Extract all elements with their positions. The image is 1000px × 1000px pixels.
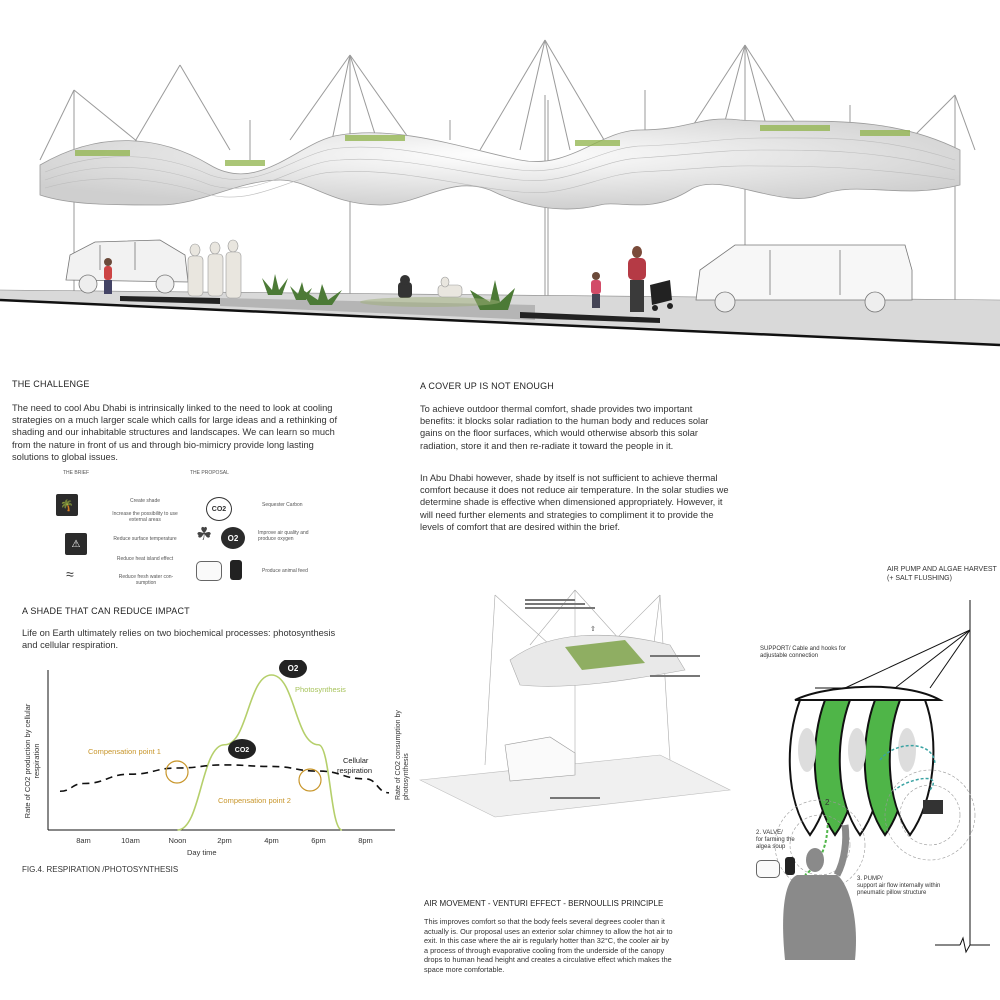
support-label: SUPPORT/ Cable and hooks for adjustable … [760,646,846,659]
co2-label: CO2 [235,747,250,754]
compensation-point-2-label: Compensation point 2 [218,796,291,805]
x-axis-label: Day time [187,848,217,857]
air-movement-body: This improves comfort so that the body f… [424,917,673,974]
cover-paragraph-2: In Abu Dhabi however, shade by itself is… [420,473,729,532]
pump-body: support air flow internally within pneum… [857,883,941,896]
x-tick-label: 2pm [217,836,232,845]
cover-heading: A COVER UP IS NOT ENOUGH [420,381,554,391]
air-pump-algae-diagram [774,600,990,960]
series-label-respiration-2: respiration [337,766,372,775]
heat-warning-icon: ⚠ [65,533,87,555]
feed-bag-icon [785,857,795,875]
compensation-point-2-marker [298,768,322,792]
step-number-2: 2 [825,798,830,807]
series-label-photosynthesis: Photosynthesis [295,685,346,694]
x-tick-label: 10am [121,836,140,845]
pump-title: 3. PUMP/ [857,876,883,882]
compensation-point-1-marker [165,760,189,784]
photosynthesis-line [177,674,343,831]
o2-cloud-icon: O2 [221,527,245,549]
proposal-item-feed: Produce animal feed [262,568,308,574]
impact-body: Life on Earth ultimately relies on two b… [22,628,336,651]
section-ylabel: Rate of CO2 consumption by photosynthesi… [395,710,410,800]
canopy-section-diagram: ⇧ [418,589,732,818]
brief-item-water: Reduce fresh water con-sumption [118,574,174,586]
pump-heading: AIR PUMP AND ALGAE HARVEST [887,566,997,573]
x-tick-label: 6pm [311,836,326,845]
x-tick-label: 4pm [264,836,279,845]
valve-title: 2. VALVE/ [756,830,783,836]
brief-heading: THE BRIEF [63,470,90,476]
brief-item-shade: Create shade [129,498,161,504]
x-tick-label: Noon [169,836,187,845]
valve-body: for farming the algea soup [756,837,795,850]
sheep-icon [196,561,222,581]
x-tick-label: 8am [76,836,91,845]
impact-heading: A SHADE THAT CAN REDUCE IMPACT [22,606,190,616]
canopy-elevation-illustration [0,39,1000,347]
brief-item-heat-island: Reduce heat island effect [116,556,174,562]
compensation-point-1-label: Compensation point 1 [88,747,161,756]
feed-bag-icon [230,560,242,580]
proposal-item-carbon: Sequester Carbon [262,502,303,508]
water-drop-icon: ≈ [66,566,74,582]
palm-trees-icon: 🌴 [56,494,78,516]
cover-paragraph-1: To achieve outdoor thermal comfort, shad… [420,404,709,451]
sheep-icon [756,860,780,878]
brief-item-external: Increase the possibility to use external… [112,511,178,523]
o2-label: O2 [288,664,299,673]
x-tick-label: 8pm [358,836,373,845]
lungs-icon: ☘ [196,524,213,544]
challenge-heading: THE CHALLENGE [12,379,90,389]
respiration-photosynthesis-chart: 8am 10am Noon 2pm 4pm 6pm 8pm PhotosynthesisCel… [47,660,395,845]
proposal-heading: THE PROPOSAL [190,470,229,476]
y-axis-label: Rate of CO2 production by cellular respi… [23,703,41,819]
chart-caption: FIG.4. RESPIRATION /PHOTOSYNTHESIS [22,865,179,874]
co2-cloud-icon [228,739,256,759]
co2-cloud-icon: CO2 [206,497,232,521]
pump-subheading: (+ SALT FLUSHING) [887,575,952,582]
air-movement-heading: AIR MOVEMENT - VENTURI EFFECT - BERNOULL… [424,899,664,908]
challenge-body: The need to cool Abu Dhabi is intrinsica… [12,403,338,462]
svg-text:⇧: ⇧ [590,625,596,633]
proposal-item-oxygen: Improve air quality and produce oxygen [258,530,309,542]
o2-cloud-icon [279,660,307,678]
brief-item-surface-temp: Reduce surface temperature [113,536,177,542]
series-label-respiration: Cellular [343,756,369,765]
